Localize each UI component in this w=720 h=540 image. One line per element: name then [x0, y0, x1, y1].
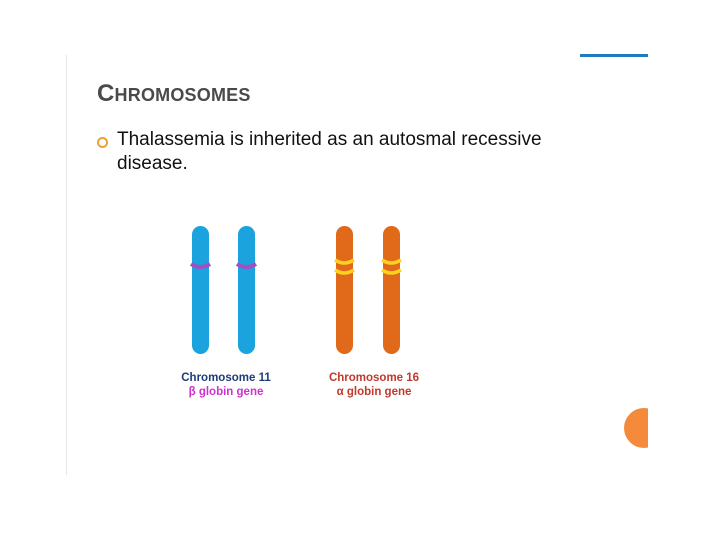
- title-initial: C: [97, 80, 115, 107]
- chromosome-16-left: [336, 226, 353, 354]
- title-rest: HROMOSOMES: [115, 85, 251, 105]
- left-divider: [66, 55, 67, 475]
- bullet-icon: [97, 137, 108, 148]
- beta-globin-label: β globin gene: [189, 386, 264, 398]
- alpha-globin-label: α globin gene: [337, 386, 412, 398]
- chromosome-11-pair: [191, 226, 256, 354]
- slide-title: CHROMOSOMES: [97, 80, 251, 108]
- bullet-item: Thalassemia is inherited as an autosmal …: [97, 128, 617, 176]
- chromosome-11-left: [192, 226, 209, 354]
- slide-right-margin: [648, 0, 720, 540]
- chromosome-11-right: [238, 226, 255, 354]
- accent-line: [580, 54, 648, 57]
- chromosome-figure: Chromosome 11 β globin gene Chromosome 1…: [160, 220, 460, 410]
- chromosome-16-label: Chromosome 16: [329, 372, 419, 384]
- chromosome-11-label: Chromosome 11: [181, 372, 271, 384]
- chromosome-16-right: [383, 226, 400, 354]
- bullet-text: Thalassemia is inherited as an autosmal …: [117, 128, 617, 176]
- chromosome-16-pair: [335, 226, 401, 354]
